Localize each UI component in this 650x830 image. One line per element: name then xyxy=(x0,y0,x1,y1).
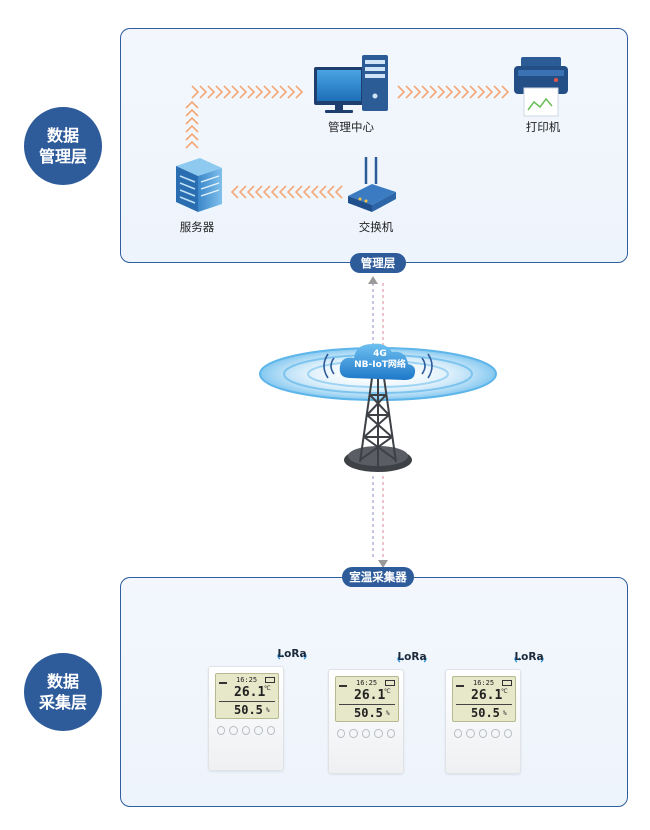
function-button[interactable] xyxy=(386,728,396,738)
lora-signal-icon xyxy=(277,652,307,660)
battery-icon xyxy=(385,680,395,686)
lora-badge: LoRa xyxy=(513,651,549,673)
lcd-time: 16:25 xyxy=(236,676,258,684)
lcd-screen: 16:25 26.1 ℃ 50.5 % xyxy=(215,673,279,719)
computer-icon xyxy=(314,55,388,113)
badge-line1: 数据 xyxy=(46,126,79,145)
function-button[interactable] xyxy=(266,725,276,735)
switch-icon xyxy=(348,157,396,212)
lcd-screen: 16:25 26.1 ℃ 50.5 % xyxy=(452,676,516,722)
switch-label: 交换机 xyxy=(358,220,394,234)
cloud-line1: 4G xyxy=(373,349,387,359)
server-label: 服务器 xyxy=(179,220,215,234)
cell-tower-icon xyxy=(344,377,412,472)
lcd-humidity: 50.5 xyxy=(234,703,263,717)
control-buttons xyxy=(454,728,513,738)
lcd-humidity: 50.5 xyxy=(471,706,500,720)
badge-line1: 数据 xyxy=(46,672,79,691)
function-button[interactable] xyxy=(478,728,488,738)
printer-icon xyxy=(514,57,568,117)
printer-label: 打印机 xyxy=(525,120,561,134)
wireless-signal-icon xyxy=(323,353,433,379)
function-button[interactable] xyxy=(503,728,513,738)
lcd-temp-unit: ℃ xyxy=(501,688,508,695)
lcd-temp-unit: ℃ xyxy=(264,685,271,692)
lora-badge: LoRa xyxy=(276,648,312,670)
function-button[interactable] xyxy=(466,728,475,738)
lcd-screen: 16:25 26.1 ℃ 50.5 % xyxy=(335,676,399,722)
lora-signal-icon xyxy=(397,655,427,663)
battery-icon xyxy=(265,677,275,683)
function-button[interactable] xyxy=(254,725,263,735)
lcd-divider xyxy=(339,704,395,705)
lora-label: LoRa xyxy=(397,651,427,663)
flow-arrows-server-up xyxy=(185,100,199,149)
lcd-divider xyxy=(456,704,512,705)
data-management-layer-badge: 数据 管理层 xyxy=(24,107,102,185)
signal-bars-icon xyxy=(339,681,347,687)
uplink-lines xyxy=(368,276,388,568)
power-button[interactable] xyxy=(217,725,226,735)
badge-line2: 管理层 xyxy=(38,147,87,166)
function-button[interactable] xyxy=(241,725,251,735)
flow-arrows-switch-to-server xyxy=(230,185,343,199)
lcd-time: 16:25 xyxy=(473,679,495,687)
network-cloud-text: 4G NB-IoT网络 xyxy=(344,349,416,371)
control-buttons xyxy=(337,728,396,738)
temperature-collector: 16:25 26.1 ℃ 50.5 % xyxy=(445,669,521,774)
lora-signal-icon xyxy=(514,655,544,663)
lcd-temp-unit: ℃ xyxy=(384,688,391,695)
management-center-label: 管理中心 xyxy=(328,120,374,134)
badge-line2: 采集层 xyxy=(38,693,87,712)
temperature-collector: 16:25 26.1 ℃ 50.5 % xyxy=(328,669,404,774)
signal-bars-icon xyxy=(219,678,227,684)
lcd-humidity-unit: % xyxy=(503,710,507,717)
lora-label: LoRa xyxy=(277,648,307,660)
cloud-line2: NB-IoT网络 xyxy=(354,360,406,370)
management-layer-pill: 管理层 xyxy=(350,253,406,273)
lcd-temperature: 26.1 xyxy=(471,688,503,703)
battery-icon xyxy=(502,680,512,686)
lcd-temperature: 26.1 xyxy=(354,688,386,703)
function-button[interactable] xyxy=(491,728,500,738)
lcd-divider xyxy=(219,701,275,702)
flow-arrows-center-to-printer xyxy=(397,85,510,99)
function-button[interactable] xyxy=(229,725,238,735)
function-button[interactable] xyxy=(361,728,371,738)
cloud-icon xyxy=(339,343,416,380)
power-button[interactable] xyxy=(454,728,463,738)
lcd-humidity-unit: % xyxy=(386,710,390,717)
lora-badge: LoRa xyxy=(396,651,432,673)
flow-arrows-server-to-center xyxy=(191,85,304,99)
lcd-humidity: 50.5 xyxy=(354,706,383,720)
data-collection-layer-badge: 数据 采集层 xyxy=(24,653,102,731)
server-icon xyxy=(176,158,222,212)
lora-label: LoRa xyxy=(514,651,544,663)
control-buttons xyxy=(217,725,276,735)
function-button[interactable] xyxy=(374,728,383,738)
signal-bars-icon xyxy=(456,681,464,687)
power-button[interactable] xyxy=(337,728,346,738)
temperature-collector: 16:25 26.1 ℃ 50.5 % xyxy=(208,666,284,771)
lcd-time: 16:25 xyxy=(356,679,378,687)
lcd-humidity-unit: % xyxy=(266,707,270,714)
function-button[interactable] xyxy=(349,728,358,738)
collector-layer-pill: 室温采集器 xyxy=(342,567,414,587)
lcd-temperature: 26.1 xyxy=(234,685,266,700)
